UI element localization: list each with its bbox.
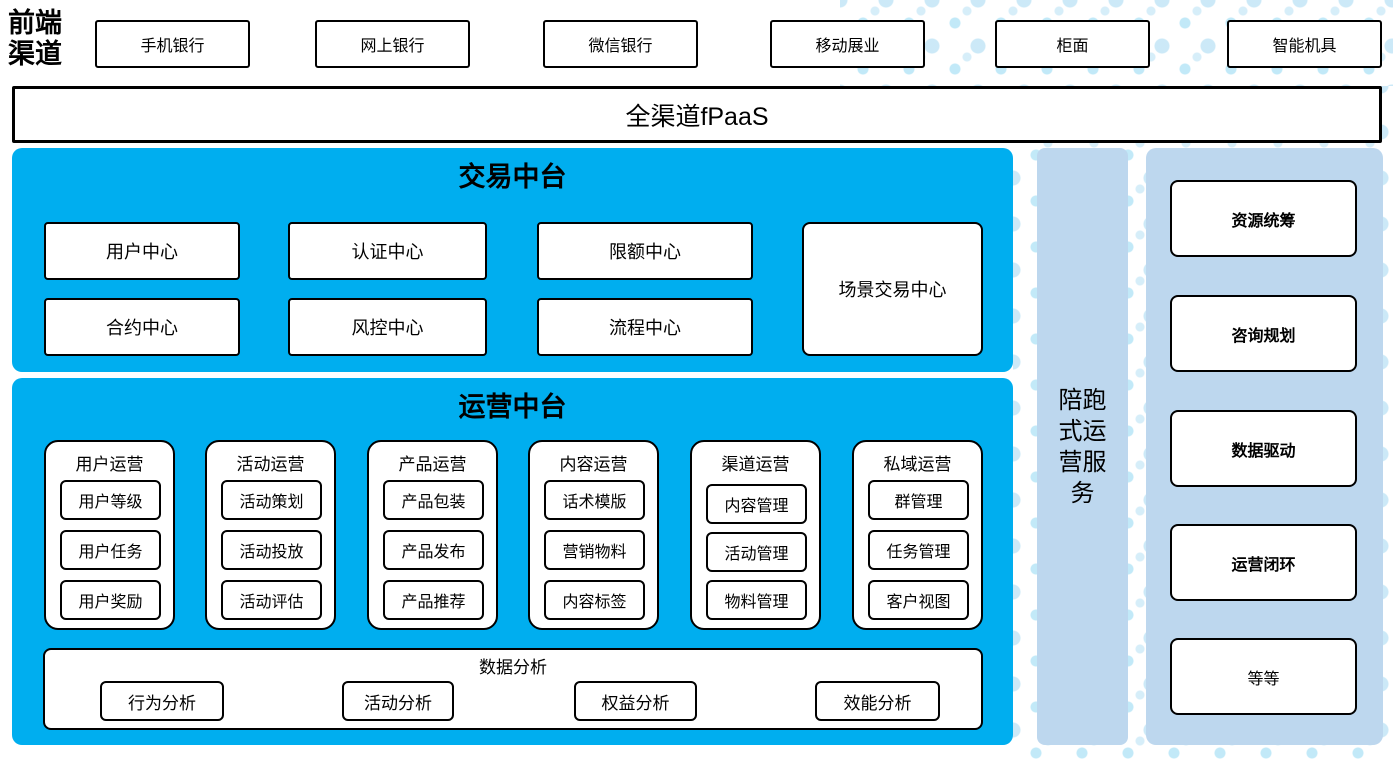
ops-platform-title: 运营中台 — [458, 392, 567, 422]
ops-column-item: 活动策划 — [221, 480, 322, 520]
ops-column-item: 群管理 — [868, 480, 969, 520]
ops-column-item: 用户等级 — [60, 480, 161, 520]
channel-box-mobile-sales: 移动展业 — [770, 20, 925, 68]
ops-column-channel: 渠道运营 内容管理 活动管理 物料管理 — [690, 440, 821, 630]
trade-platform-title: 交易中台 — [458, 162, 567, 192]
data-analysis-panel: 数据分析 行为分析 活动分析 权益分析 效能分析 — [43, 648, 983, 730]
ops-column-item: 活动投放 — [221, 530, 322, 570]
ops-column-header: 渠道运营 — [721, 455, 790, 474]
ops-column-header: 用户运营 — [75, 455, 144, 474]
ops-column-item: 内容管理 — [706, 484, 807, 524]
ops-column-item: 内容标签 — [544, 580, 645, 620]
ops-column-item: 任务管理 — [868, 530, 969, 570]
fpaas-bar: 全渠道fPaaS — [12, 86, 1382, 143]
companion-service-column: 陪跑式运营服务 — [1037, 148, 1128, 745]
ops-column-item: 营销物料 — [544, 530, 645, 570]
channel-box-smart-devices: 智能机具 — [1227, 20, 1382, 68]
ops-column-item: 用户任务 — [60, 530, 161, 570]
ops-column-header: 私域运营 — [883, 455, 952, 474]
ops-column-activity: 活动运营 活动策划 活动投放 活动评估 — [205, 440, 336, 630]
ops-column-item: 产品发布 — [383, 530, 484, 570]
center-box-user: 用户中心 — [44, 222, 240, 280]
ops-column-header: 内容运营 — [559, 455, 628, 474]
channel-box-wechat-banking: 微信银行 — [543, 20, 698, 68]
service-box-resource-planning: 资源统筹 — [1170, 180, 1357, 257]
service-box-ops-loop: 运营闭环 — [1170, 524, 1357, 601]
service-box-consulting: 咨询规划 — [1170, 295, 1357, 372]
center-box-process: 流程中心 — [537, 298, 753, 356]
ops-column-item: 用户奖励 — [60, 580, 161, 620]
center-box-limit: 限额中心 — [537, 222, 753, 280]
analysis-item-activity: 活动分析 — [342, 681, 454, 721]
channel-box-mobile-banking: 手机银行 — [95, 20, 250, 68]
data-analysis-title: 数据分析 — [479, 658, 547, 677]
ops-column-user: 用户运营 用户等级 用户任务 用户奖励 — [44, 440, 175, 630]
analysis-item-efficiency: 效能分析 — [815, 681, 940, 721]
analysis-item-rights: 权益分析 — [574, 681, 697, 721]
ops-column-item: 话术模版 — [544, 480, 645, 520]
ops-column-item: 物料管理 — [706, 580, 807, 620]
center-box-auth: 认证中心 — [288, 222, 487, 280]
front-channel-label: 前端渠道 — [8, 8, 62, 69]
service-box-etc: 等等 — [1170, 638, 1357, 715]
ops-column-private-domain: 私域运营 群管理 任务管理 客户视图 — [852, 440, 983, 630]
ops-column-item: 活动评估 — [221, 580, 322, 620]
center-box-risk: 风控中心 — [288, 298, 487, 356]
ops-column-product: 产品运营 产品包装 产品发布 产品推荐 — [367, 440, 498, 630]
ops-column-item: 活动管理 — [706, 532, 807, 572]
channel-box-counter: 柜面 — [995, 20, 1150, 68]
service-box-data-driven: 数据驱动 — [1170, 410, 1357, 487]
ops-column-item: 客户视图 — [868, 580, 969, 620]
ops-column-header: 活动运营 — [236, 455, 305, 474]
center-box-contract: 合约中心 — [44, 298, 240, 356]
channel-box-online-banking: 网上银行 — [315, 20, 470, 68]
center-box-scene-trade: 场景交易中心 — [802, 222, 983, 356]
analysis-item-behavior: 行为分析 — [100, 681, 224, 721]
ops-column-content: 内容运营 话术模版 营销物料 内容标签 — [528, 440, 659, 630]
ops-column-header: 产品运营 — [398, 455, 467, 474]
ops-column-item: 产品包装 — [383, 480, 484, 520]
companion-service-label: 陪跑式运营服务 — [1058, 386, 1107, 507]
ops-column-item: 产品推荐 — [383, 580, 484, 620]
